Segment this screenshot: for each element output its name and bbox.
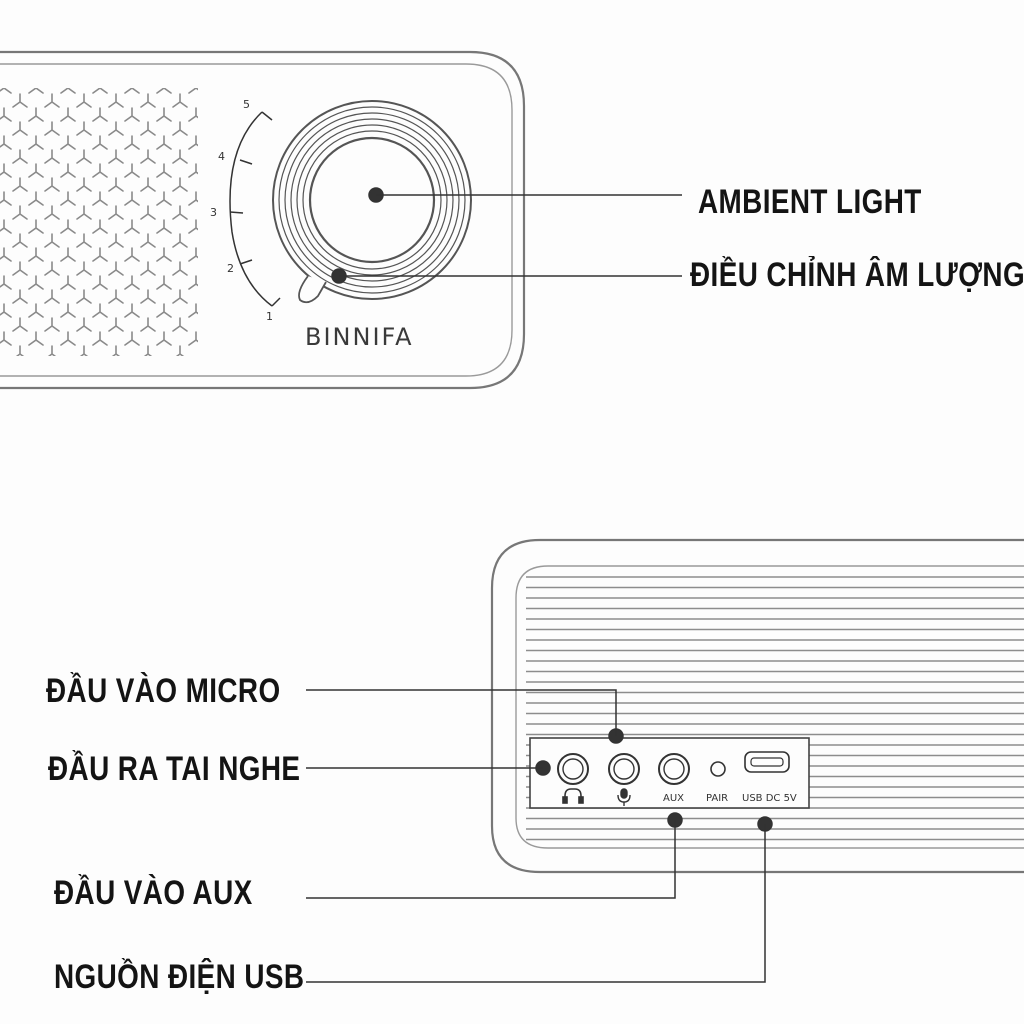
aux-label: AUX	[663, 793, 684, 804]
microphone-jack[interactable]	[608, 753, 640, 785]
pair-button[interactable]	[710, 761, 726, 777]
volume-tick-1: 1	[266, 310, 273, 323]
usb-port[interactable]	[744, 751, 790, 773]
headphone-jack[interactable]	[557, 753, 589, 785]
headphone-output-label: ĐẦU RA TAI NGHE	[48, 750, 301, 788]
headphone-icon	[562, 788, 584, 804]
aux-jack[interactable]	[658, 753, 690, 785]
speaker-grille	[0, 88, 198, 356]
port-panel	[529, 737, 810, 809]
speaker-front: 5 4 3 2 1 BINNIFA	[0, 50, 682, 390]
volume-tick-5: 5	[243, 98, 250, 111]
mic-input-label: ĐẦU VÀO MICRO	[46, 672, 281, 710]
aux-input-label: ĐẦU VÀO AUX	[54, 874, 253, 912]
microphone-icon	[617, 788, 631, 806]
volume-knob[interactable]	[272, 100, 472, 304]
volume-scale	[229, 111, 281, 307]
volume-control-label: ĐIỀU CHỈNH ÂM LƯỢNG	[690, 256, 1024, 294]
volume-tick-3: 3	[210, 206, 217, 219]
volume-tick-2: 2	[227, 262, 234, 275]
usb-label: USB DC 5V	[742, 793, 797, 804]
pair-label: PAIR	[706, 793, 728, 804]
ambient-light-label: AMBIENT LIGHT	[698, 183, 922, 221]
speaker-rear: AUX PAIR USB DC 5V	[306, 538, 1024, 983]
brand-logo: BINNIFA	[305, 323, 414, 351]
volume-tick-4: 4	[218, 150, 225, 163]
usb-power-label: NGUỒN ĐIỆN USB	[54, 958, 305, 996]
